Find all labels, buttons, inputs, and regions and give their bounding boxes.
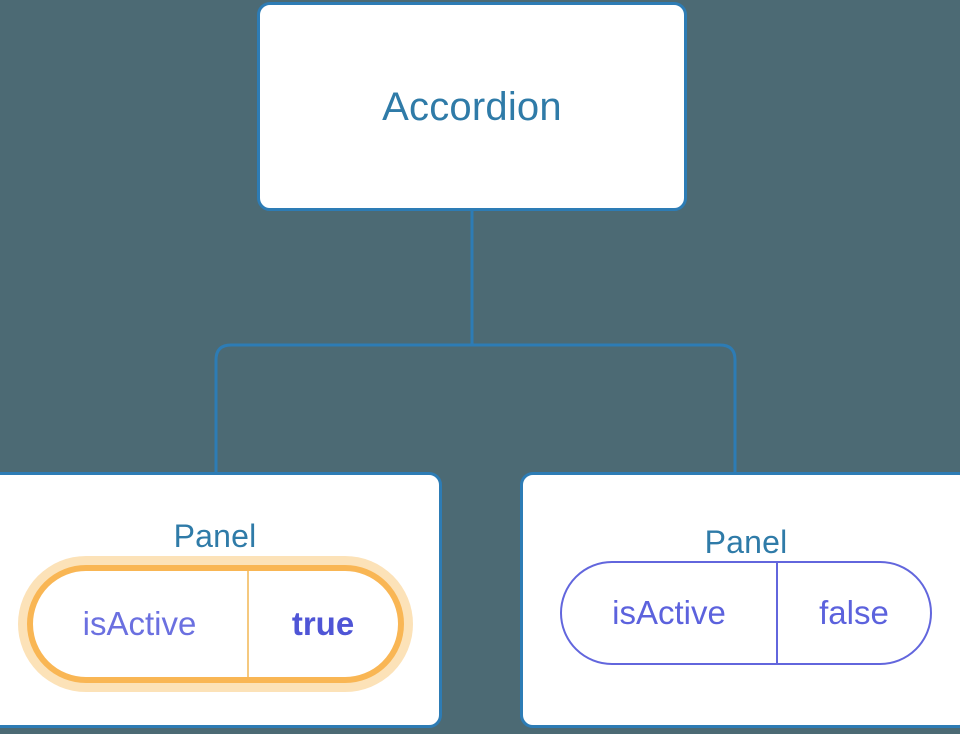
node-panel-inactive-title: Panel (704, 524, 788, 560)
prop-pill-inner: isActive false (560, 561, 932, 665)
node-accordion[interactable]: Accordion (257, 2, 687, 211)
prop-pill-inner: isActive true (26, 565, 404, 683)
node-accordion-title: Accordion (382, 84, 562, 129)
prop-value-false: false (819, 594, 889, 631)
node-panel-inactive[interactable]: Panel isActive false (520, 472, 960, 728)
prop-pill-inactive[interactable]: isActive false (560, 561, 932, 665)
prop-name-isactive: isActive (33, 571, 249, 677)
prop-value-true: true (291, 605, 355, 642)
prop-name-isactive: isActive (562, 563, 778, 663)
node-panel-active-title: Panel (173, 518, 257, 554)
prop-pill-active[interactable]: isActive true (17, 556, 413, 692)
node-panel-active[interactable]: Panel isActive true (0, 472, 442, 728)
connector-bus (214, 343, 737, 472)
